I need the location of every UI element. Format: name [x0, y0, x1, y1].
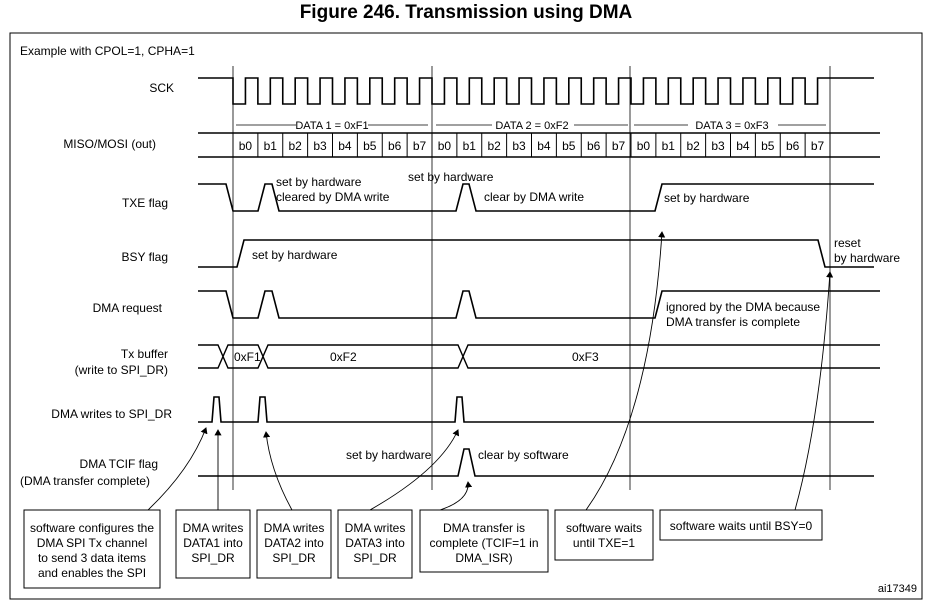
data-frame-2-label: DATA 2 = 0xF2	[495, 120, 568, 132]
tx-buffer-bus	[198, 344, 880, 369]
box-line: and enables the SPI	[37, 566, 147, 580]
box-line: SPI_DR	[353, 551, 397, 565]
box-dma-writes-data2: DMA writes DATA2 into SPI_DR	[257, 521, 331, 566]
bit-label: b3	[313, 139, 327, 153]
bit-label: b1	[463, 139, 477, 153]
txe-waveform	[198, 183, 874, 212]
figure-frame	[9, 32, 923, 600]
box-line: SPI_DR	[272, 551, 316, 565]
dma-ignored-note-2: DMA transfer is complete	[666, 315, 800, 329]
bit-label: b5	[761, 139, 775, 153]
bsy-waveform	[198, 239, 874, 268]
tx-buffer-value-1: 0xF1	[234, 350, 261, 364]
bsy-reset-note-2: by hardware	[834, 251, 900, 265]
bit-label: b7	[413, 139, 427, 153]
data-frame-1-label: DATA 1 = 0xF1	[295, 120, 368, 132]
dma-writes-waveform	[198, 396, 874, 423]
txe-set-note-3: set by hardware	[664, 191, 750, 205]
tcif-clear-note: clear by software	[478, 448, 569, 462]
bsy-reset-note-1: reset	[834, 236, 861, 250]
bit-label: b2	[488, 139, 502, 153]
bit-label: b6	[587, 139, 601, 153]
box-dma-writes-data1: DMA writes DATA1 into SPI_DR	[176, 521, 250, 566]
label-tcif-sub: (DMA transfer complete)	[20, 474, 150, 488]
figure-id: ai17349	[878, 583, 917, 595]
label-tcif: DMA TCIF flag	[80, 457, 158, 471]
box-line: DMA writes	[344, 521, 406, 535]
box-line: DATA3 into	[345, 536, 405, 550]
bit-label: b3	[711, 139, 725, 153]
box-line: complete (TCIF=1 in	[429, 536, 539, 550]
miso-mosi-bus	[198, 132, 880, 158]
box-software-waits-txe: software waits until TXE=1	[555, 521, 653, 551]
label-txe: TXE flag	[122, 196, 168, 210]
box-software-configures: software configures the DMA SPI Tx chann…	[24, 521, 160, 581]
bit-label: b6	[786, 139, 800, 153]
box-line: until TXE=1	[572, 536, 636, 550]
box-line: DMA writes	[182, 521, 244, 535]
bit-label: b5	[363, 139, 377, 153]
label-bsy: BSY flag	[122, 250, 168, 264]
label-tx-buffer-sub: (write to SPI_DR)	[75, 363, 168, 377]
bit-label: b0	[637, 139, 651, 153]
box-line: DMA transfer is	[442, 521, 526, 535]
txe-clear-note: clear by DMA write	[484, 190, 584, 204]
dma-request-waveform	[198, 290, 880, 319]
txe-set-note-2: set by hardware	[408, 170, 494, 184]
example-label: Example with CPOL=1, CPHA=1	[20, 44, 195, 58]
bit-label: b5	[562, 139, 576, 153]
bit-label: b4	[338, 139, 352, 153]
bit-label: b2	[687, 139, 701, 153]
tx-buffer-value-3: 0xF3	[572, 350, 599, 364]
box-line: SPI_DR	[191, 551, 235, 565]
box-line: software waits	[565, 521, 643, 535]
box-line: DMA SPI Tx channel	[36, 536, 148, 550]
annotation-boxes	[23, 509, 823, 589]
bit-label: b0	[239, 139, 253, 153]
bit-label: b4	[537, 139, 551, 153]
bit-label: b4	[736, 139, 750, 153]
box-line: DMA writes	[263, 521, 325, 535]
bit-label: b6	[388, 139, 402, 153]
label-dma-writes: DMA writes to SPI_DR	[51, 407, 172, 421]
bit-label: b7	[811, 139, 825, 153]
bit-label: b0	[438, 139, 452, 153]
bit-label: b1	[264, 139, 278, 153]
tcif-set-note: set by hardware	[346, 448, 432, 462]
box-line: DMA_ISR)	[455, 551, 513, 565]
label-tx-buffer: Tx buffer	[121, 347, 168, 361]
sck-waveform	[198, 77, 874, 105]
box-software-waits-bsy: software waits until BSY=0	[660, 519, 822, 534]
label-dma-request: DMA request	[93, 301, 163, 315]
dma-ignored-note-1: ignored by the DMA because	[666, 300, 820, 314]
txe-set-note-1: set by hardware	[276, 175, 362, 189]
figure-title: Figure 246. Transmission using DMA	[299, 2, 633, 23]
data-frame-3-label: DATA 3 = 0xF3	[695, 120, 768, 132]
annotation-arrows	[147, 231, 834, 511]
box-dma-writes-data3: DMA writes DATA3 into SPI_DR	[338, 521, 412, 566]
box-line: software configures the	[29, 521, 155, 535]
bit-label: b7	[612, 139, 626, 153]
box-line: to send 3 data items	[37, 551, 147, 565]
bit-label: b1	[662, 139, 676, 153]
bit-label: b2	[289, 139, 303, 153]
bit-cells: b0 b1 b2 b3 b4 b5 b6 b7 b0 b1 b2 b3 b4 b5 b6 b7 b0 b1 b2 b3…	[232, 133, 831, 157]
txe-cleared-note: cleared by DMA write	[276, 190, 390, 204]
box-line: software waits until BSY=0	[669, 519, 813, 533]
tx-buffer-value-2: 0xF2	[330, 350, 357, 364]
label-miso-mosi: MISO/MOSI (out)	[63, 137, 156, 151]
box-dma-transfer-complete: DMA transfer is complete (TCIF=1 in DMA_…	[420, 521, 548, 566]
box-line: DATA2 into	[264, 536, 324, 550]
bsy-set-note: set by hardware	[252, 248, 338, 262]
label-sck: SCK	[149, 81, 174, 95]
bit-label: b3	[512, 139, 526, 153]
tcif-waveform	[198, 448, 874, 477]
box-line: DATA1 into	[183, 536, 243, 550]
